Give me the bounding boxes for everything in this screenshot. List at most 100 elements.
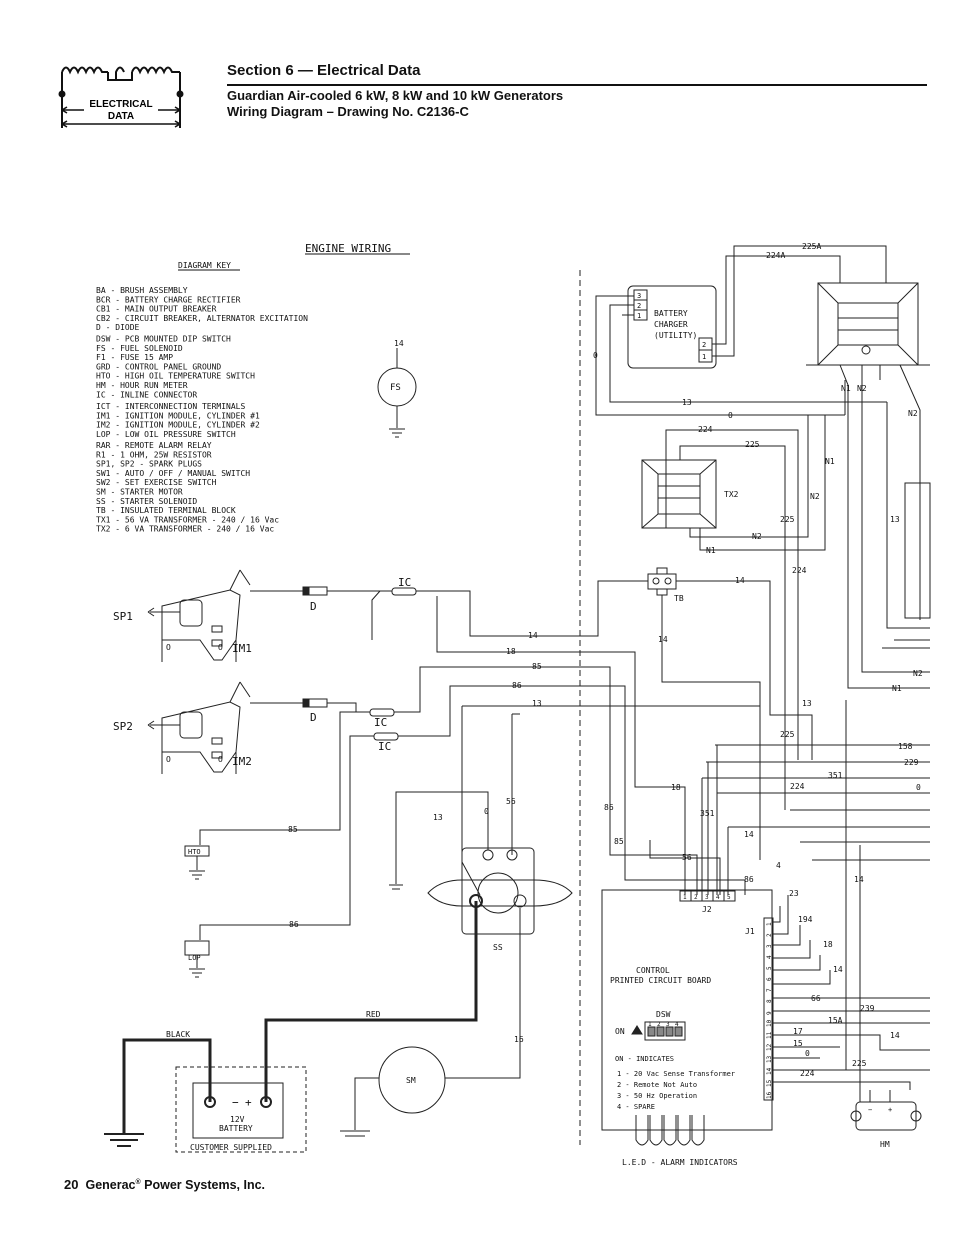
- key-item: IM1 - IGNITION MODULE, CYLINDER #1: [96, 411, 260, 420]
- wire-label: 0: [916, 783, 921, 792]
- wire-label: 351: [700, 809, 715, 818]
- battery-charger: [627, 285, 717, 369]
- wire-label: 224: [792, 566, 807, 575]
- wire-label: 14: [890, 1031, 900, 1040]
- wire-label: 158: [898, 742, 913, 751]
- j1-pin: 2: [766, 933, 773, 937]
- j1-pin: 6: [766, 977, 773, 981]
- key-item: HM - HOUR RUN METER: [96, 381, 188, 390]
- key-item: CB2 - CIRCUIT BREAKER, ALTERNATOR EXCITA…: [96, 314, 308, 323]
- title-rule: [227, 84, 927, 86]
- wire-label: 225: [852, 1059, 867, 1068]
- hm-minus: −: [868, 1106, 872, 1114]
- terminal-block: [647, 567, 677, 596]
- hm-plus: +: [888, 1106, 892, 1114]
- battery-enclosure: [175, 1066, 307, 1153]
- logo-line1: ELECTRICAL: [89, 99, 152, 110]
- diagram-title: ENGINE WIRING: [305, 242, 391, 255]
- wire-label: 0: [805, 1049, 810, 1058]
- j1-pin: 11: [766, 1031, 773, 1039]
- wire-label: 225: [780, 730, 795, 739]
- transformer-tx1: [806, 282, 930, 366]
- wire-label: N1: [892, 684, 902, 693]
- wire-label: 225: [745, 440, 760, 449]
- key-item: DSW - PCB MOUNTED DIP SWITCH: [96, 335, 231, 344]
- key-item: BA - BRUSH ASSEMBLY: [96, 286, 188, 295]
- key-item: RAR - REMOTE ALARM RELAY: [96, 441, 212, 450]
- key-item: SW1 - AUTO / OFF / MANUAL SWITCH: [96, 469, 250, 478]
- wire-label: 14: [854, 875, 864, 884]
- label-lop: LOP: [188, 954, 201, 962]
- dsw-setting: 1 - 20 Vac Sense Transformer: [617, 1070, 735, 1078]
- label-j2: J2: [702, 905, 712, 914]
- registered-mark: ®: [135, 1178, 141, 1186]
- label-ic1: IC: [398, 576, 411, 589]
- wire-label: N2: [908, 409, 918, 418]
- company-name: Generac: [85, 1178, 136, 1192]
- label-fs: FS: [390, 383, 401, 393]
- key-item: SW2 - SET EXERCISE SWITCH: [96, 478, 217, 487]
- wire-label: 23: [789, 889, 799, 898]
- label-tx2: TX2: [724, 490, 739, 499]
- label-battery-12v: 12V: [230, 1115, 245, 1124]
- wire-label: 14: [394, 339, 404, 348]
- j2-pin: 3: [705, 894, 709, 901]
- wire-label: N1: [825, 457, 835, 466]
- j1-pin: 1: [766, 922, 773, 926]
- label-d2: D: [310, 711, 317, 724]
- wire-label: 0: [484, 807, 489, 816]
- label-ic2: IC: [374, 716, 387, 729]
- wire-label: 56: [682, 853, 692, 862]
- wire-labels: 14 0 13 0 224 225 224A 225A N1 N2 N2 N1 …: [288, 242, 923, 1078]
- wire-label: 66: [811, 994, 821, 1003]
- j1-pin: 8: [766, 999, 773, 1003]
- label-charger-3: (UTILITY): [654, 331, 697, 340]
- key-item: D - DIODE: [96, 323, 140, 332]
- dsw-setting: 2 - Remote Not Auto: [617, 1081, 697, 1089]
- wire-label: 14: [735, 576, 745, 585]
- key-item: TB - INSULATED TERMINAL BLOCK: [96, 506, 236, 515]
- wire-label: 86: [512, 681, 522, 690]
- j2-pin: 1: [683, 894, 687, 901]
- wire-label: 13: [890, 515, 900, 524]
- low-oil-pressure-switch: [184, 940, 210, 956]
- label-on: ON: [615, 1027, 625, 1036]
- wire-label: 14: [658, 635, 668, 644]
- j1-pin: 10: [766, 1019, 773, 1027]
- key-item: R1 - 1 OHM, 25W RESISTOR: [96, 450, 212, 459]
- electrical-data-logo: ELECTRICAL DATA: [58, 66, 184, 128]
- wire-label: 16: [514, 1035, 524, 1044]
- key-item: BCR - BATTERY CHARGE RECTIFIER: [96, 295, 241, 304]
- inline-connector-1: [391, 587, 417, 596]
- j1-pin: 3: [766, 944, 773, 948]
- label-battery-minus: −: [232, 1096, 239, 1109]
- label-ss: SS: [493, 943, 503, 952]
- charger-pin: 2: [702, 341, 706, 349]
- subtitle-generators: Guardian Air-cooled 6 kW, 8 kW and 10 kW…: [227, 88, 564, 103]
- inline-connector-2: [369, 708, 395, 717]
- wire-label: 14: [528, 631, 538, 640]
- label-im1: IM1: [232, 642, 252, 655]
- wire-label: 239: [860, 1004, 875, 1013]
- key-item: IM2 - IGNITION MODULE, CYLINDER #2: [96, 421, 260, 430]
- wire-label: 351: [828, 771, 843, 780]
- wire-label: 4: [776, 861, 781, 870]
- starter-motor: [378, 1046, 446, 1114]
- company-name-rest: Power Systems, Inc.: [140, 1178, 266, 1192]
- section-title: Section 6 — Electrical Data: [227, 62, 421, 79]
- label-hm: HM: [880, 1140, 890, 1149]
- charger-pin: 1: [702, 353, 706, 361]
- logo-line2: DATA: [108, 111, 134, 122]
- dsw-number: 1: [648, 1021, 652, 1028]
- label-battery-plus: +: [245, 1096, 252, 1109]
- j2-connector: [679, 890, 736, 902]
- dsw-number: 4: [675, 1021, 679, 1028]
- j2-pin: 5: [727, 894, 731, 901]
- dsw-number: 3: [666, 1021, 670, 1028]
- wire-label: 86: [604, 803, 614, 812]
- key-item: SM - STARTER MOTOR: [96, 488, 183, 497]
- wire-label: N1: [706, 546, 716, 555]
- key-item: SS - STARTER SOLENOID: [96, 497, 197, 506]
